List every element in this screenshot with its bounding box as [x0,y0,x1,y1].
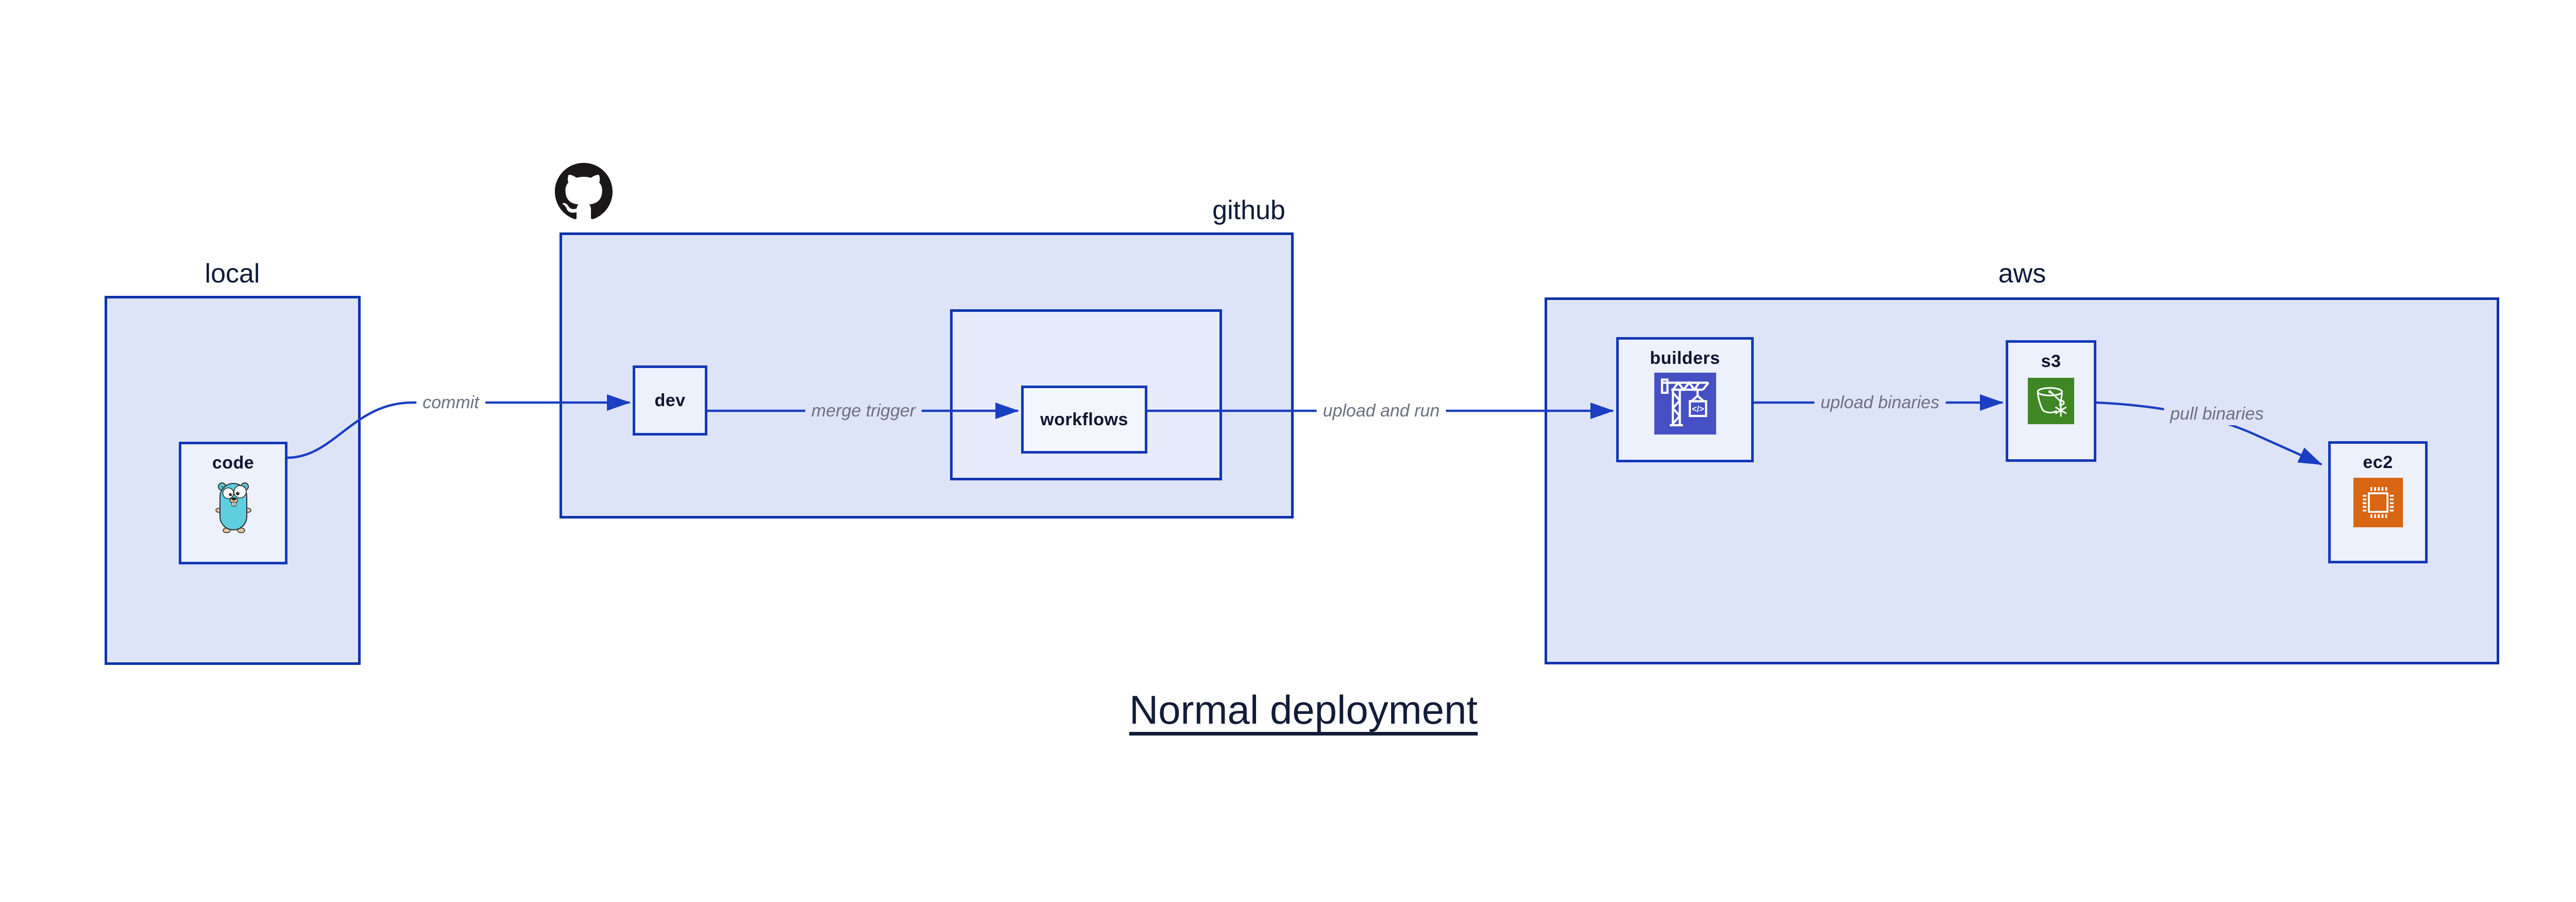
node-ec2-label: ec2 [2363,453,2393,472]
edge-label-commit: commit [416,391,485,414]
node-s3-label: s3 [2041,352,2061,371]
aws-ec2-chip-icon [2353,478,2403,527]
edge-label-upload-binaries: upload binaries [1814,391,1946,414]
region-label-local: local [205,259,260,289]
aws-s3-glacier-bucket-icon [2028,378,2074,424]
edge-label-upload-and-run: upload and run [1316,399,1446,422]
edge-label-pull-binaries: pull binaries [2164,403,2270,425]
region-label-aws: aws [1998,259,2046,289]
codebuild-code-glyph: </> [1691,405,1704,414]
node-ec2: ec2 [2328,441,2428,563]
node-code: code [179,442,287,564]
node-s3: s3 [2006,340,2096,462]
node-code-label: code [212,453,255,473]
node-dev: dev [633,365,707,436]
node-workflows: workflows [1021,386,1147,454]
edge-label-merge-trigger: merge trigger [805,399,922,422]
go-gopher-icon [215,482,251,533]
region-label-github: github [1212,195,1285,225]
aws-codebuild-crane-icon: </> [1654,373,1716,435]
github-octocat-logo [555,163,613,220]
node-builders: builders </> [1616,337,1754,462]
node-builders-label: builders [1650,348,1720,368]
diagram-title: Normal deployment [1129,687,1478,732]
node-dev-label: dev [654,391,686,410]
node-workflows-label: workflows [1040,410,1128,429]
